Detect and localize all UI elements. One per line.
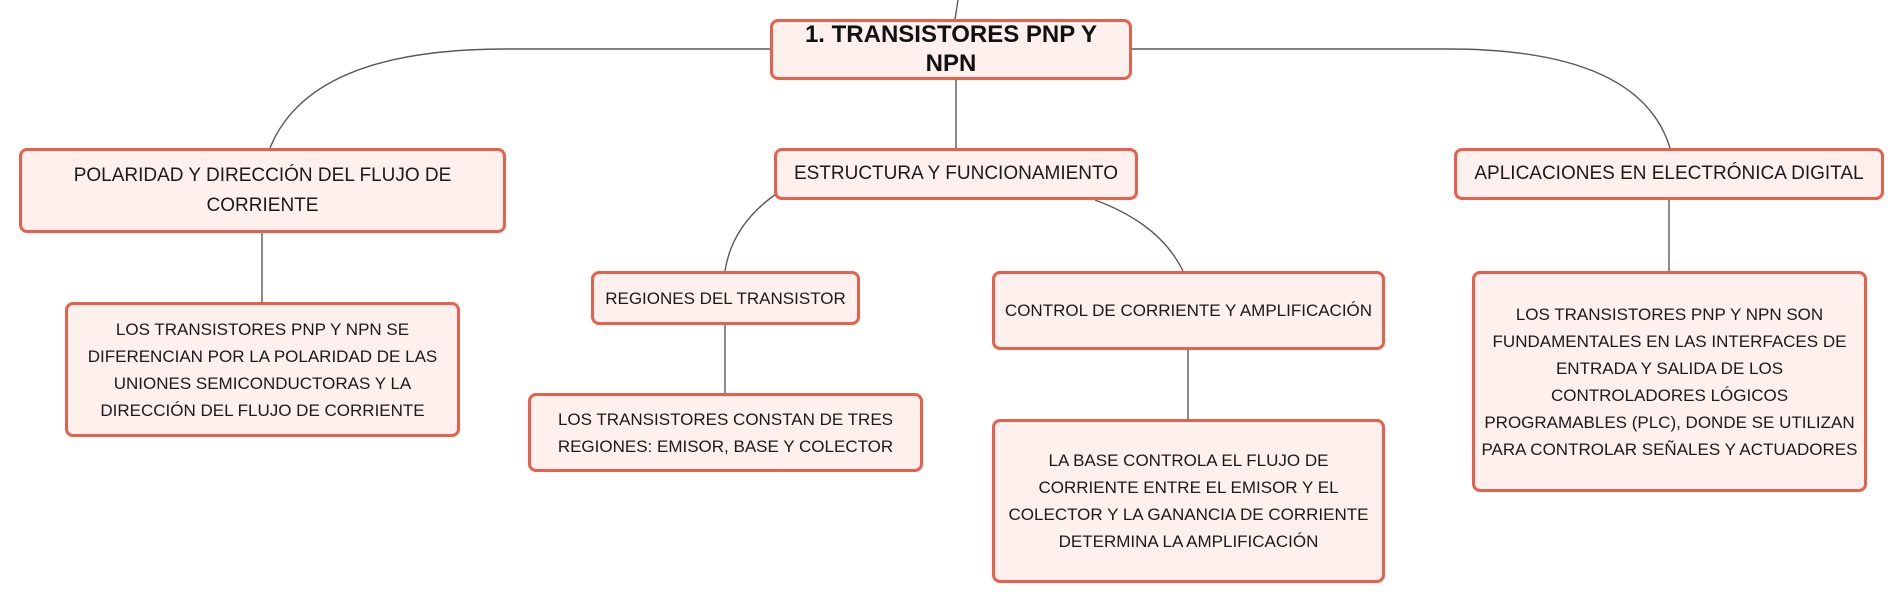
connector-estructura-to-control (1094, 199, 1184, 272)
subtopic-regiones[interactable]: REGIONES DEL TRANSISTOR (591, 271, 860, 325)
detail-regiones-text: LOS TRANSISTORES CONSTAN DE TRES REGIONE… (557, 409, 894, 456)
topic-estructura[interactable]: ESTRUCTURA Y FUNCIONAMIENTO (774, 148, 1138, 200)
detail-regiones[interactable]: LOS TRANSISTORES CONSTAN DE TRES REGIONE… (528, 393, 923, 472)
connector-estructura-to-regiones (724, 193, 777, 272)
detail-aplicaciones[interactable]: LOS TRANSISTORES PNP Y NPN SON FUNDAMENT… (1472, 271, 1867, 492)
topic-estructura-label: ESTRUCTURA Y FUNCIONAMIENTO (793, 163, 1119, 184)
detail-aplicaciones-text: LOS TRANSISTORES PNP Y NPN SON FUNDAMENT… (1481, 304, 1858, 459)
subtopic-control-label: CONTROL DE CORRIENTE Y AMPLIFICACIÓN (1004, 301, 1373, 320)
root-node-label: 1. TRANSISTORES PNP Y NPN (804, 20, 1098, 77)
topic-aplicaciones[interactable]: APLICACIONES EN ELECTRÓNICA DIGITAL (1454, 148, 1884, 200)
detail-polaridad-text: LOS TRANSISTORES PNP Y NPN SE DIFERENCIA… (87, 319, 438, 420)
connector-root-to-aplicaciones (1132, 48, 1671, 149)
subtopic-control[interactable]: CONTROL DE CORRIENTE Y AMPLIFICACIÓN (992, 271, 1385, 350)
connector-root-to-polaridad (269, 48, 770, 149)
detail-polaridad[interactable]: LOS TRANSISTORES PNP Y NPN SE DIFERENCIA… (65, 302, 460, 437)
detail-control-text: LA BASE CONTROLA EL FLUJO DE CORRIENTE E… (1008, 451, 1369, 551)
topic-aplicaciones-label: APLICACIONES EN ELECTRÓNICA DIGITAL (1474, 163, 1864, 184)
connector-parent-to-root (954, 0, 959, 20)
topic-polaridad-label: POLARIDAD Y DIRECCIÓN DEL FLUJO DE CORRI… (73, 164, 452, 216)
detail-control[interactable]: LA BASE CONTROLA EL FLUJO DE CORRIENTE E… (992, 419, 1385, 583)
subtopic-regiones-label: REGIONES DEL TRANSISTOR (605, 288, 846, 308)
root-node[interactable]: 1. TRANSISTORES PNP Y NPN (770, 19, 1132, 80)
topic-polaridad[interactable]: POLARIDAD Y DIRECCIÓN DEL FLUJO DE CORRI… (19, 148, 506, 233)
